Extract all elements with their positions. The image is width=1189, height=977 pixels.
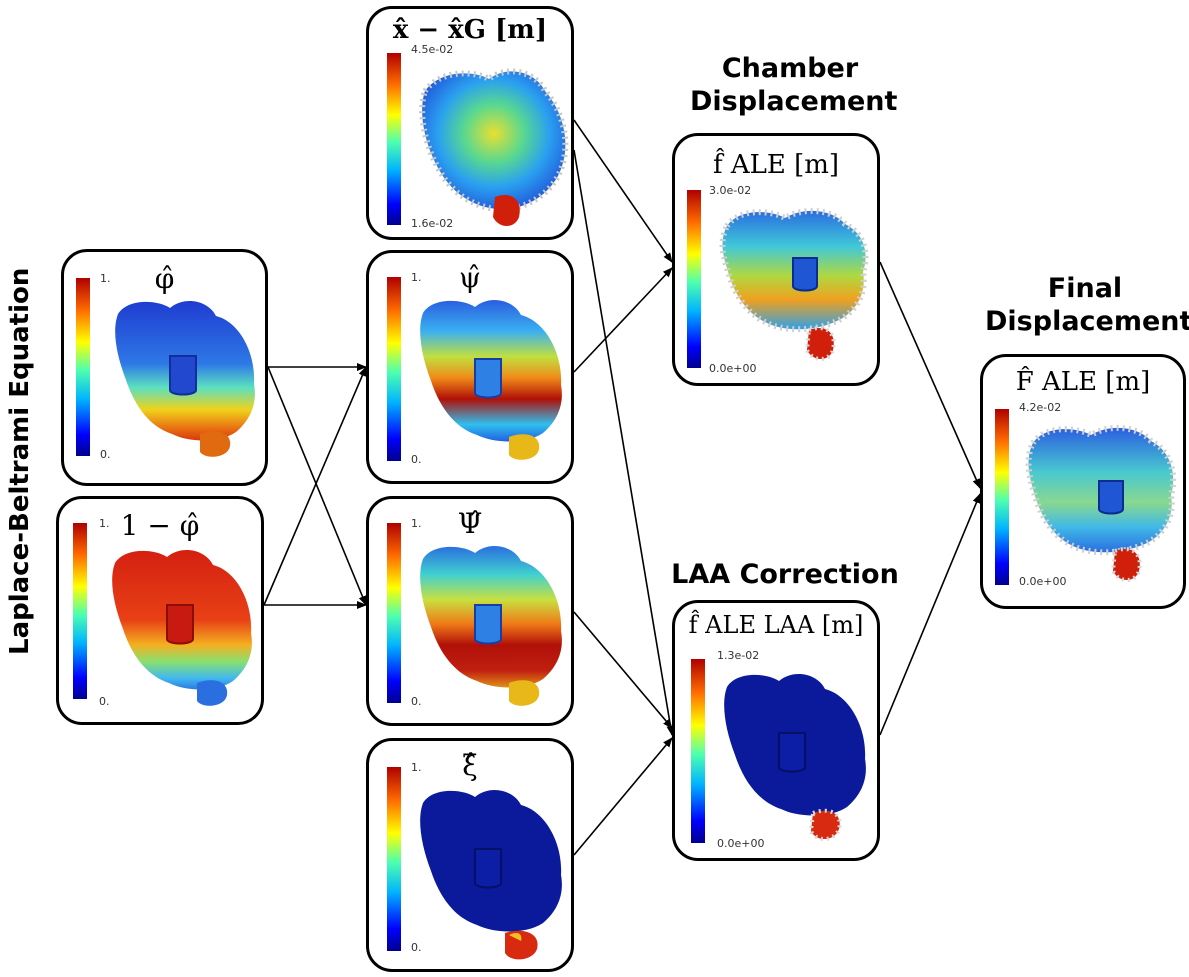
final-heading: Final Displacement [985,272,1189,338]
final-heading-line1: Final [1047,273,1123,304]
left-atrium-mesh [420,546,562,706]
colorbar [995,409,1009,585]
colorbar-max: 4.5e-02 [411,43,454,56]
arrow-xminus-chamber [573,119,673,263]
chamber-heading-line2: Displacement [690,86,898,117]
chamber-heading-line1: Chamber [721,53,859,84]
displacement-glyphs [419,68,569,226]
colorbar-max: 4.2e-02 [1019,401,1062,414]
colorbar [687,190,701,368]
colorbar-min: 0.0e+00 [709,362,757,375]
colorbar-min: 0. [411,453,422,466]
colorbar [387,523,401,703]
panel-title: Ψ̂ [457,507,483,540]
panel-phi: φ̂ 1. 0. [61,249,268,486]
panel-psi: ψ̂ 1. 0. [366,250,574,484]
panel-laa-correction: f̂ ALE LAA [m] 1.3e-02 0.0e+00 [672,600,880,861]
panel-title: φ̂ [154,262,175,295]
colorbar-max: 1. [411,761,422,774]
colorbar-max: 3.0e-02 [709,184,752,197]
panel-title: f̂ ALE [m] [712,150,840,180]
colorbar-min: 1.6e-02 [411,217,454,230]
colorbar [76,278,90,456]
left-atrium-mesh [420,300,562,460]
colorbar-max: 1. [99,517,110,530]
colorbar-max: 1. [411,517,422,530]
panel-one-minus-phi: 1 − φ̂ 1. 0. [56,496,264,725]
colorbar-min: 0. [411,695,422,708]
arrow-laa-final [879,493,981,736]
left-atrium-mesh [115,301,255,457]
panel-title: 1 − φ̂ [120,509,200,542]
laa-heading: LAA Correction [671,559,899,590]
colorbar [387,277,401,461]
colorbar-min: 0.0e+00 [717,837,765,850]
colorbar-min: 0. [99,695,110,708]
chamber-heading: Chamber Displacement [690,52,898,118]
panel-title: F̂ ALE [m] [1015,367,1151,397]
colorbar-min: 0.0e+00 [1019,575,1067,588]
panel-title: f̂ ALE LAA [m] [688,611,864,639]
panel-xi: ξ̂ 1. 0. [366,738,574,972]
colorbar [387,53,401,225]
panel-title: ψ̂ [459,261,481,294]
left-atrium-mesh [724,674,866,841]
panel-chamber-displacement: f̂ ALE [m] 3.0e-02 0.0e+00 [672,133,880,386]
arrow-chamber-final [879,261,981,489]
arrow-psi-chamber [573,267,673,373]
displacement-glyphs [719,207,869,361]
arrow-xi-laa [573,737,673,856]
arrow-xminus-laa [573,149,675,736]
colorbar-min: 0. [100,448,111,461]
panel-title: ξ̂ [462,749,478,782]
final-heading-line2: Displacement [985,306,1189,337]
panel-x-minus-xg: x̂ − x̂G [m] 4.5e-02 1.6e-02 [366,6,574,240]
panel-final-displacement: F̂ ALE [m] 4.2e-02 0.0e+00 [980,354,1186,609]
colorbar-max: 1. [100,272,111,285]
colorbar [73,523,87,699]
left-atrium-mesh [420,790,562,960]
displacement-glyphs [1025,424,1177,582]
arrow-oneminus-psi [263,366,367,606]
panel-title: x̂ − x̂G [m] [392,15,548,45]
colorbar-max: 1.3e-02 [717,649,760,662]
arrow-Psi-laa [573,611,673,729]
colorbar-max: 1. [411,271,422,284]
colorbar [387,767,401,951]
left-atrium-mesh [112,550,252,706]
colorbar-min: 0. [411,941,422,954]
colorbar [691,659,705,843]
panel-Psi: Ψ̂ 1. 0. [366,496,574,726]
arrow-phi-Psi [267,366,367,606]
